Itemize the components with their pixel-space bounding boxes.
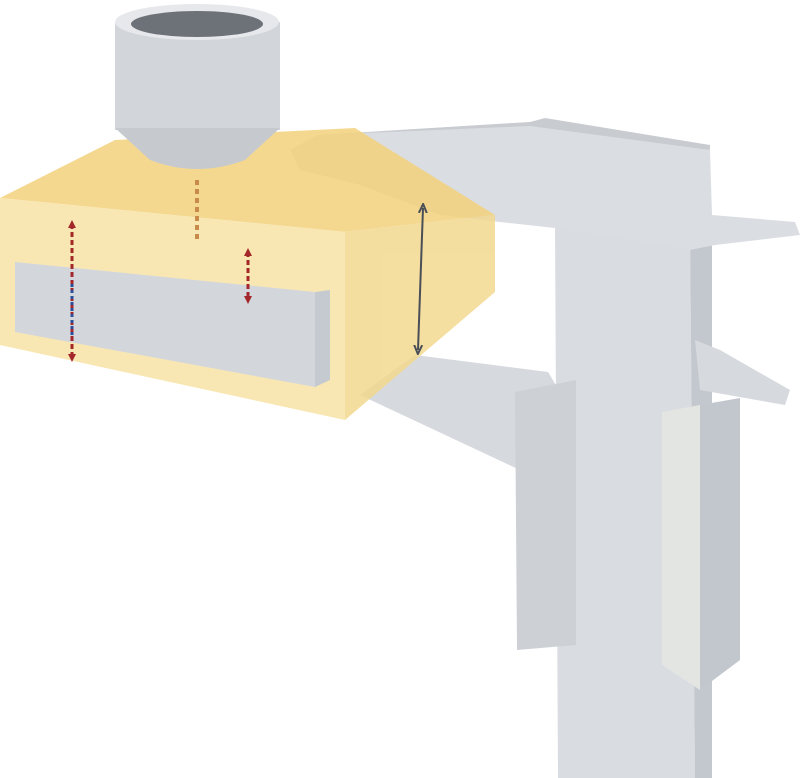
caliper-slider-left <box>515 380 576 650</box>
nozzle-body <box>115 22 280 130</box>
caliper-measure-arrow <box>418 208 423 350</box>
caliper-upper-jaw <box>290 122 800 250</box>
caliper-upper-jaw-top <box>318 118 710 150</box>
caliper <box>290 118 800 778</box>
caliper-lower-jaw <box>360 355 560 480</box>
nozzle-cone <box>115 128 280 169</box>
nozzle-opening <box>131 11 263 37</box>
caliper-slider-right-side <box>700 398 740 690</box>
caliper-slider-right-front <box>662 405 700 690</box>
nozzle <box>115 4 280 169</box>
box-top-face <box>0 128 495 232</box>
caliper-beam <box>555 225 695 778</box>
substrate-slab-side <box>315 290 330 387</box>
caliper-lower-jaw-right <box>695 340 790 405</box>
substrate-slab-front <box>15 262 315 387</box>
